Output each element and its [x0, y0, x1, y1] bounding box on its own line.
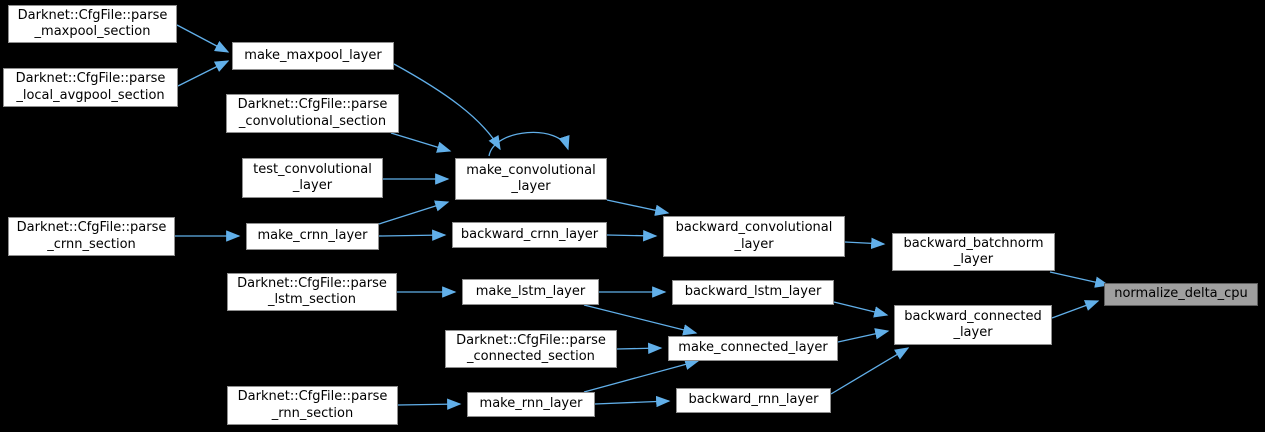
node-test-convolutional-layer[interactable]: test_convolutional _layer: [242, 158, 383, 198]
node-backward-crnn-layer[interactable]: backward_crnn_layer: [452, 222, 607, 248]
node-parse-convolutional-section[interactable]: Darknet::CfgFile::parse _convolutional_s…: [226, 94, 399, 133]
node-make-connected-layer[interactable]: make_connected_layer: [668, 336, 838, 361]
edge-make-lstm-to-make-connected: [583, 304, 698, 336]
node-backward-batchnorm-layer[interactable]: backward_batchnorm _layer: [892, 233, 1055, 271]
edge-backward-convolutional-to-backward-batchnorm: [844, 237, 886, 250]
node-make-convolutional-layer[interactable]: make_convolutional _layer: [455, 158, 607, 200]
edge-parse-rnn-to-make-rnn: [397, 398, 462, 410]
edge-backward-rnn-to-backward-connected: [830, 347, 910, 395]
edge-make-maxpool-to-make-convolutional: [393, 63, 501, 151]
node-parse-connected-section[interactable]: Darknet::CfgFile::parse _connected_secti…: [445, 330, 617, 368]
edge-backward-connected-to-normalize-delta-cpu: [1051, 300, 1100, 319]
edge-parse-connected-to-make-connected: [616, 342, 663, 355]
edge-backward-lstm-to-backward-connected: [833, 301, 889, 318]
edge-parse-convolutional-to-make-convolutional: [390, 132, 452, 153]
edge-make-convolutional-to-backward-convolutional: [606, 199, 670, 216]
node-backward-convolutional-layer[interactable]: backward_convolutional _layer: [663, 216, 845, 257]
node-backward-lstm-layer[interactable]: backward_lstm_layer: [672, 280, 834, 305]
node-parse-rnn-section[interactable]: Darknet::CfgFile::parse _rnn_section: [227, 386, 398, 425]
node-make-lstm-layer[interactable]: make_lstm_layer: [462, 279, 599, 305]
node-make-crnn-layer[interactable]: make_crnn_layer: [246, 223, 379, 250]
node-parse-maxpool-section[interactable]: Darknet::CfgFile::parse _maxpool_section: [8, 5, 177, 43]
edge-backward-batchnorm-to-normalize-delta-cpu: [1049, 271, 1110, 288]
node-parse-crnn-section[interactable]: Darknet::CfgFile::parse _crnn_section: [8, 217, 175, 256]
edge-make-crnn-to-make-convolutional: [378, 200, 450, 225]
edge-backward-crnn-to-backward-convolutional: [606, 230, 658, 242]
edge-parse-local-avgpool-to-make-maxpool: [177, 60, 230, 87]
edge-make-connected-to-backward-connected: [837, 328, 890, 343]
node-normalize-delta-cpu: normalize_delta_cpu: [1104, 283, 1258, 306]
node-make-rnn-layer[interactable]: make_rnn_layer: [467, 392, 595, 417]
edge-make-rnn-to-backward-rnn: [594, 395, 671, 408]
edge-make-crnn-to-backward-crnn: [378, 229, 447, 241]
node-backward-connected-layer[interactable]: backward_connected _layer: [894, 305, 1052, 345]
node-make-maxpool-layer[interactable]: make_maxpool_layer: [232, 42, 394, 70]
edge-make-rnn-to-make-connected: [583, 358, 700, 393]
node-parse-lstm-section[interactable]: Darknet::CfgFile::parse _lstm_section: [227, 273, 397, 311]
edge-parse-maxpool-to-make-maxpool: [176, 24, 230, 53]
node-parse-local-avgpool-section[interactable]: Darknet::CfgFile::parse _local_avgpool_s…: [3, 68, 178, 107]
edge-make-convolutional-self-loop: [488, 131, 570, 157]
node-backward-rnn-layer[interactable]: backward_rnn_layer: [676, 388, 831, 413]
